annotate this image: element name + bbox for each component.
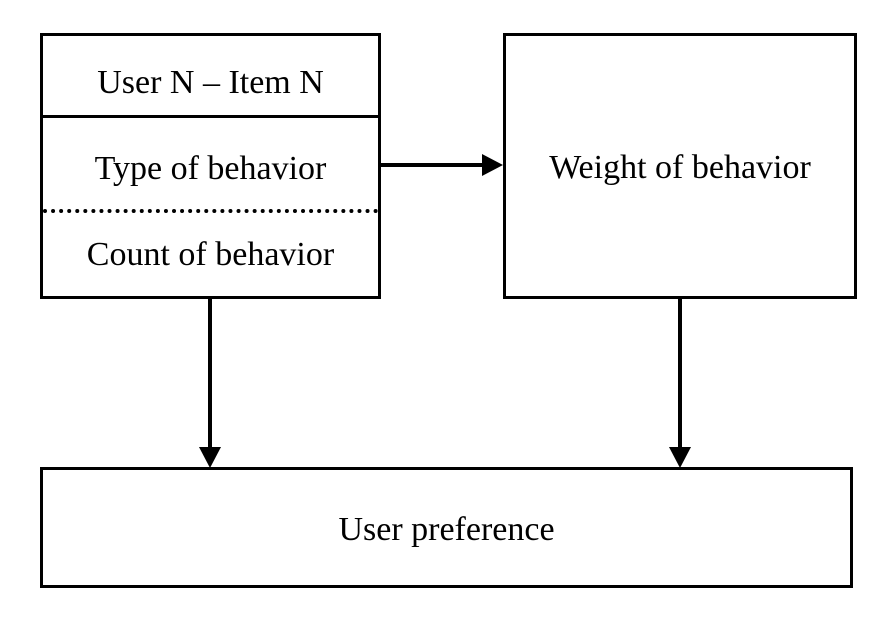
user-preference-label: User preference	[338, 511, 555, 548]
count-to-preference-arrow	[199, 299, 221, 468]
user-preference-box: User preference	[40, 467, 853, 588]
type-of-behavior-label: Type of behavior	[94, 150, 327, 187]
user-item-box: User N – Item N Type of behavior Count o…	[40, 33, 381, 299]
dotted-divider	[43, 209, 378, 213]
weight-to-preference-arrow	[669, 299, 691, 468]
header-divider	[43, 115, 378, 118]
count-of-behavior-label: Count of behavior	[86, 236, 335, 273]
type-to-weight-arrow	[381, 154, 503, 176]
weight-of-behavior-label: Weight of behavior	[549, 149, 811, 186]
user-item-header: User N – Item N	[97, 64, 324, 101]
weight-of-behavior-box: Weight of behavior	[503, 33, 857, 299]
